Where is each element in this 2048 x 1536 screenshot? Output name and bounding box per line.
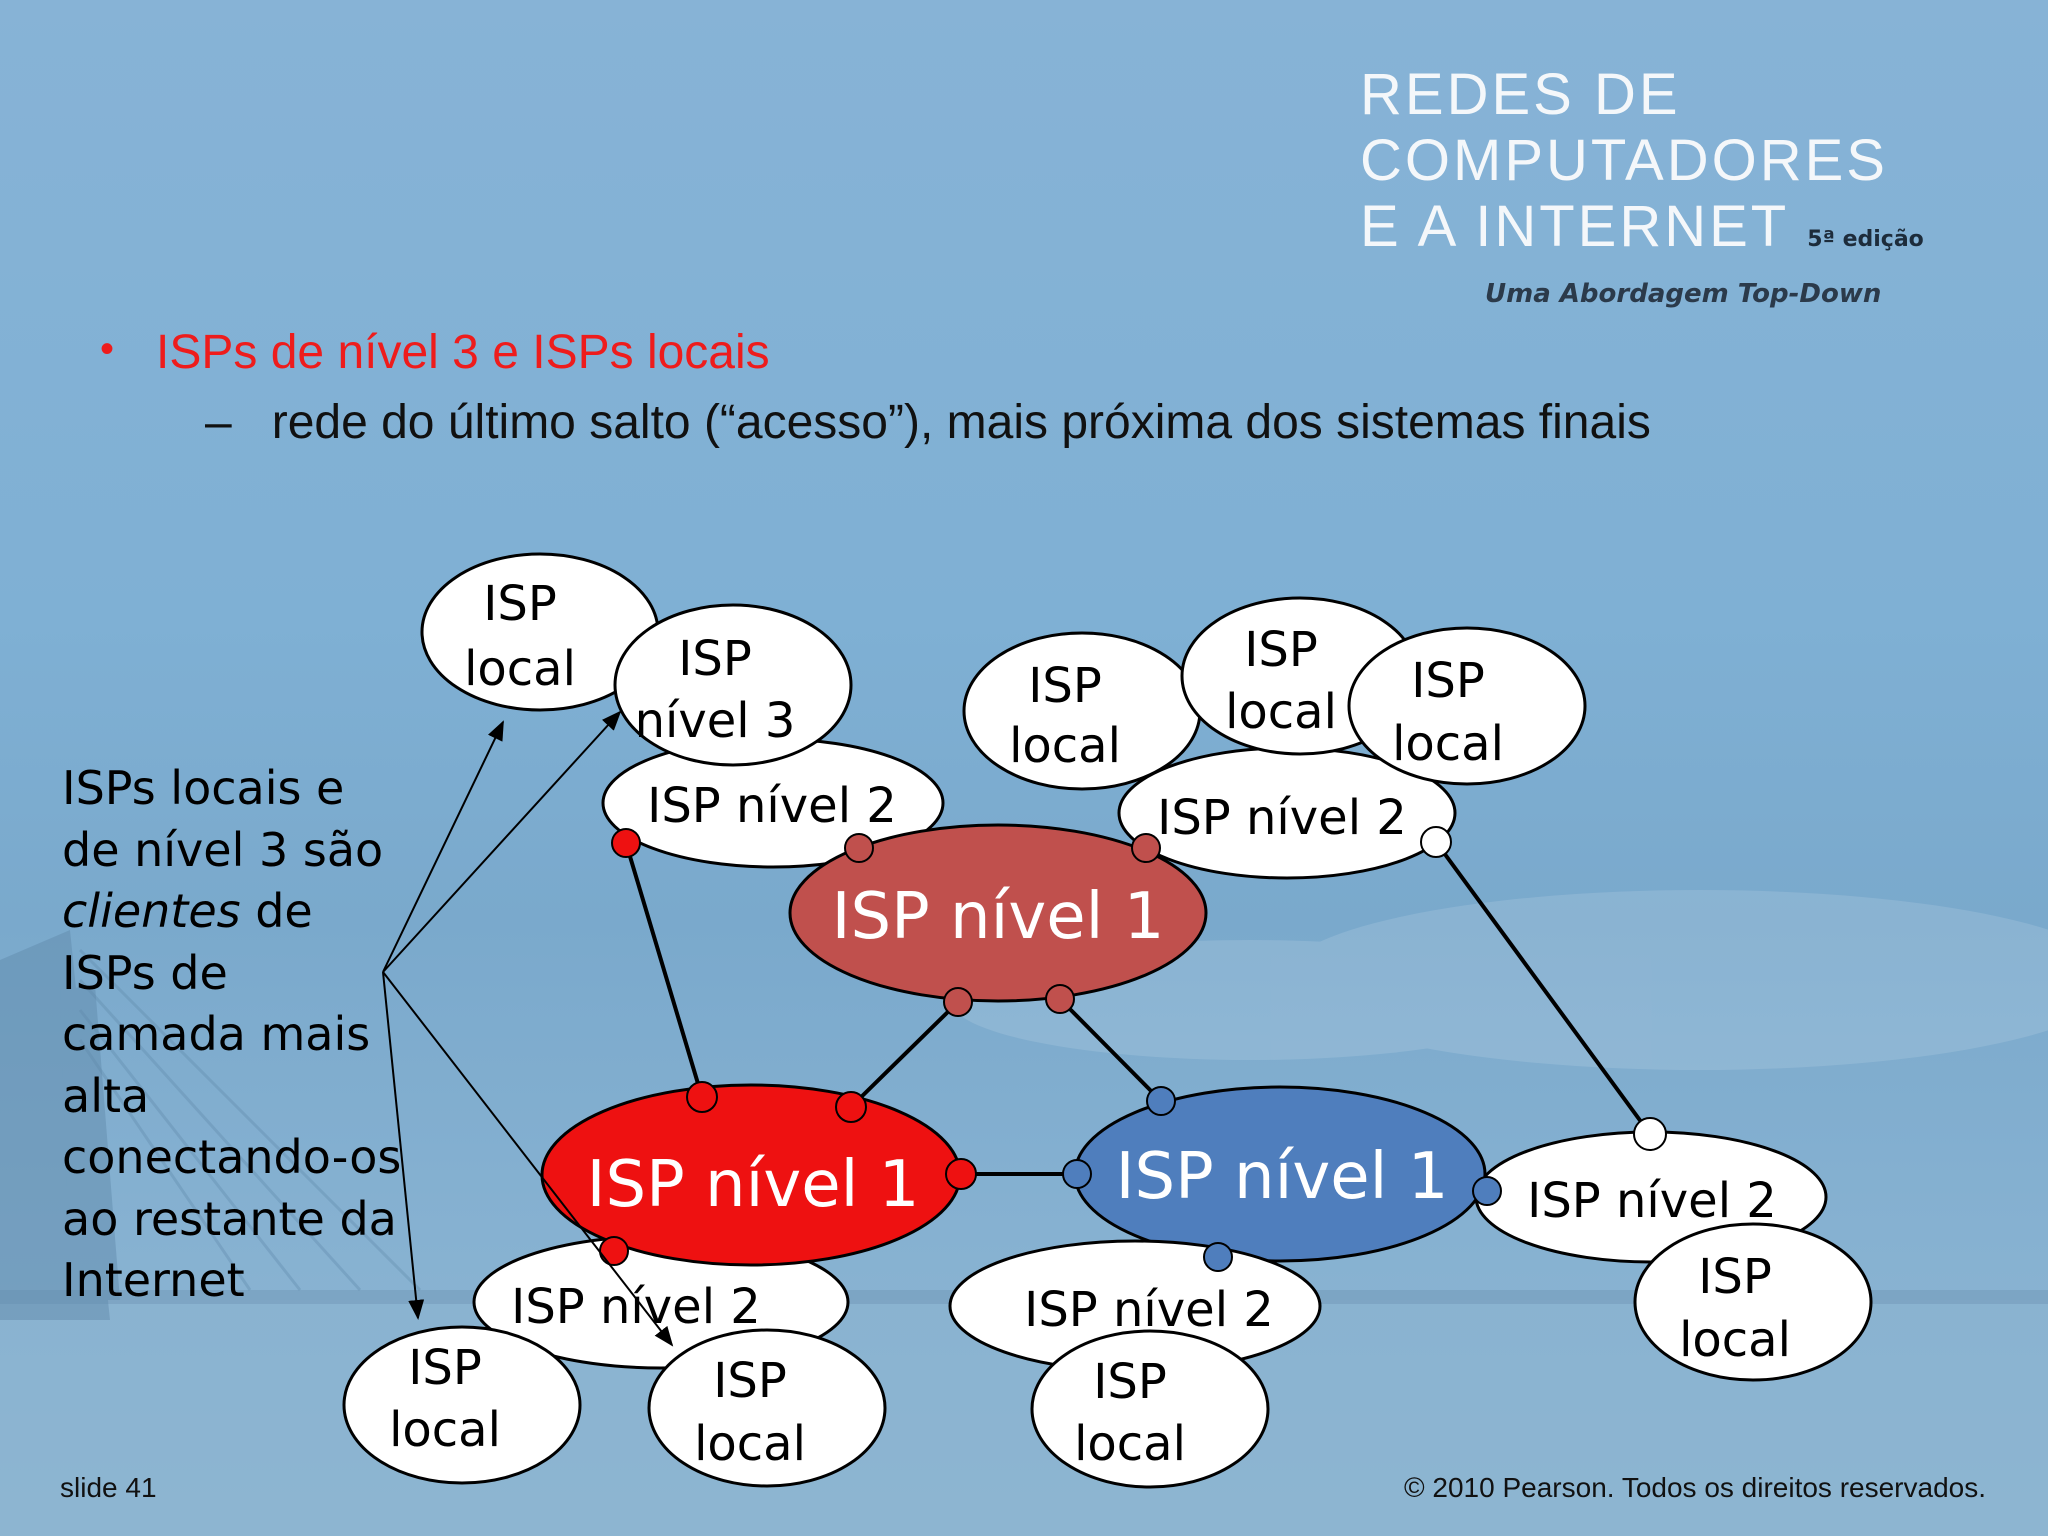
- logo-line-2: COMPUTADORES: [1360, 128, 1888, 193]
- node-isp-nivel1-left: ISP nível 1: [540, 1083, 962, 1267]
- router-points: [599, 826, 1667, 1272]
- node-isp-nivel3-l2: nível 3: [635, 693, 796, 749]
- node-isp-local-bl-a-l1: ISP: [408, 1340, 482, 1396]
- node-isp-local-tl-l2: local: [464, 641, 576, 697]
- node-isp-local-bl-b-l1: ISP: [713, 1353, 787, 1409]
- note-line: Internet: [62, 1253, 245, 1307]
- router-dot: [844, 833, 874, 863]
- bullet-sub: –rede do último salto (“acesso”), mais p…: [205, 395, 1651, 450]
- bullet-main-text: ISPs de nível 3 e ISPs locais: [156, 326, 770, 379]
- router-dot: [945, 1158, 977, 1190]
- node-isp-local-bm: ISP local: [1030, 1329, 1270, 1489]
- node-isp-local-right-l2: local: [1679, 1312, 1791, 1368]
- logo-line-3-text: E A INTERNET: [1360, 194, 1790, 259]
- node-isp-local-bl-a-l2: local: [389, 1402, 501, 1458]
- node-isp-nivel1-top-label: ISP nível 1: [832, 880, 1165, 954]
- node-isp-local-tl-l1: ISP: [483, 576, 557, 632]
- note-line-rest: de: [255, 884, 313, 938]
- bullet-sub-text: rede do último salto (“acesso”), mais pr…: [271, 396, 1651, 449]
- node-isp-local-bm-l2: local: [1074, 1416, 1186, 1472]
- node-isp-local-top-c: ISP local: [1347, 626, 1587, 786]
- link-nivel1-left-to-nivel1-top: [849, 1000, 960, 1109]
- node-isp-local-right-l1: ISP: [1698, 1249, 1772, 1305]
- copyright: © 2010 Pearson. Todos os direitos reserv…: [1404, 1472, 1986, 1503]
- router-dot: [1146, 1086, 1176, 1116]
- node-isp-nivel2-top-right: ISP nível 2: [1117, 746, 1457, 880]
- annotation-arrows: [382, 710, 674, 1347]
- note-line: ISPs locais e: [62, 761, 345, 815]
- node-isp-nivel3: ISP nível 3: [613, 603, 853, 767]
- node-isp-local-top-a: ISP local: [962, 631, 1202, 791]
- router-dot: [1420, 826, 1452, 858]
- node-isp-nivel2-right-label: ISP nível 2: [1527, 1173, 1777, 1229]
- logo-line-3: E A INTERNET 5ª edição: [1360, 194, 2000, 273]
- router-dot: [599, 1236, 629, 1266]
- node-isp-local-top-c-l1: ISP: [1411, 653, 1485, 709]
- node-isp-local-bm-l1: ISP: [1093, 1354, 1167, 1410]
- node-isp-nivel2-top-left-label: ISP nível 2: [647, 778, 897, 834]
- node-isp-local-bl-a: ISP local: [342, 1325, 582, 1485]
- note-line: alta: [62, 1068, 150, 1123]
- node-isp-local-top-b-l1: ISP: [1244, 622, 1318, 678]
- note-line: de nível 3 são: [62, 822, 384, 877]
- router-dot: [1633, 1117, 1667, 1151]
- node-isp-local-top-b-l2: local: [1225, 684, 1337, 740]
- node-isp-local-right: ISP local: [1633, 1222, 1873, 1382]
- node-isp-local-tl: ISP local: [420, 552, 660, 712]
- node-isp-nivel1-right-label: ISP nível 1: [1116, 1140, 1449, 1214]
- node-isp-local-top-a-l1: ISP: [1028, 658, 1102, 714]
- node-isp-local-bl-b-l2: local: [694, 1416, 806, 1472]
- router-dot: [1472, 1176, 1502, 1206]
- logo-subtitle: Uma Abordagem Top-Down: [1485, 279, 1882, 309]
- router-dot: [611, 828, 641, 858]
- router-dot: [1203, 1242, 1233, 1272]
- node-isp-nivel2-top-right-label: ISP nível 2: [1157, 790, 1407, 846]
- note-line: ao restante da: [62, 1191, 397, 1246]
- node-isp-nivel1-top: ISP nível 1: [788, 823, 1208, 1003]
- node-isp-local-top-c-l2: local: [1392, 716, 1504, 772]
- bullet-dash-icon: –: [205, 396, 232, 449]
- node-isp-nivel2-bottom-left-label: ISP nível 2: [511, 1279, 761, 1335]
- node-isp-nivel2-bottom-mid-label: ISP nível 2: [1024, 1282, 1274, 1338]
- node-isp-nivel1-right: ISP nível 1: [1073, 1085, 1487, 1263]
- note-emphasis: clientes: [62, 884, 241, 938]
- link-nivel1-top-to-nivel1-right: [1058, 997, 1163, 1103]
- link-nivel2-tl-to-nivel1-left: [624, 842, 704, 1098]
- node-isp-nivel2-bottom-mid: ISP nível 2: [948, 1239, 1322, 1373]
- link-nivel2-tr-to-nivel2-right: [1434, 840, 1652, 1136]
- node-isp-local-top-a-l2: local: [1009, 718, 1121, 774]
- node-isp-nivel1-left-label: ISP nível 1: [587, 1148, 920, 1222]
- node-isp-local-bl-b: ISP local: [647, 1328, 887, 1488]
- bullet-dot-icon: •: [100, 327, 115, 371]
- note-line: ISPs de: [62, 945, 228, 1000]
- note-line: clientes de: [62, 881, 422, 943]
- book-logo: REDES DE COMPUTADORES E A INTERNET 5ª edi…: [1360, 62, 2000, 309]
- router-dot: [1062, 1159, 1092, 1189]
- node-isp-nivel3-l1: ISP: [678, 631, 752, 687]
- logo-edition: 5ª edição: [1807, 227, 1924, 252]
- note-line: conectando-os: [62, 1130, 402, 1184]
- note-line: camada mais: [62, 1007, 371, 1061]
- logo-line-1: REDES DE: [1360, 62, 1681, 127]
- router-dot: [835, 1091, 867, 1123]
- slide-number: slide 41: [60, 1472, 157, 1503]
- side-note: ISPs locais e de nível 3 são clientes de…: [62, 758, 422, 1312]
- router-dot: [1131, 833, 1161, 863]
- bullet-main: • ISPs de nível 3 e ISPs locais: [100, 325, 770, 380]
- router-dot: [686, 1081, 718, 1113]
- router-dot: [1045, 984, 1075, 1014]
- network-links: [624, 840, 1652, 1176]
- router-dot: [943, 987, 973, 1017]
